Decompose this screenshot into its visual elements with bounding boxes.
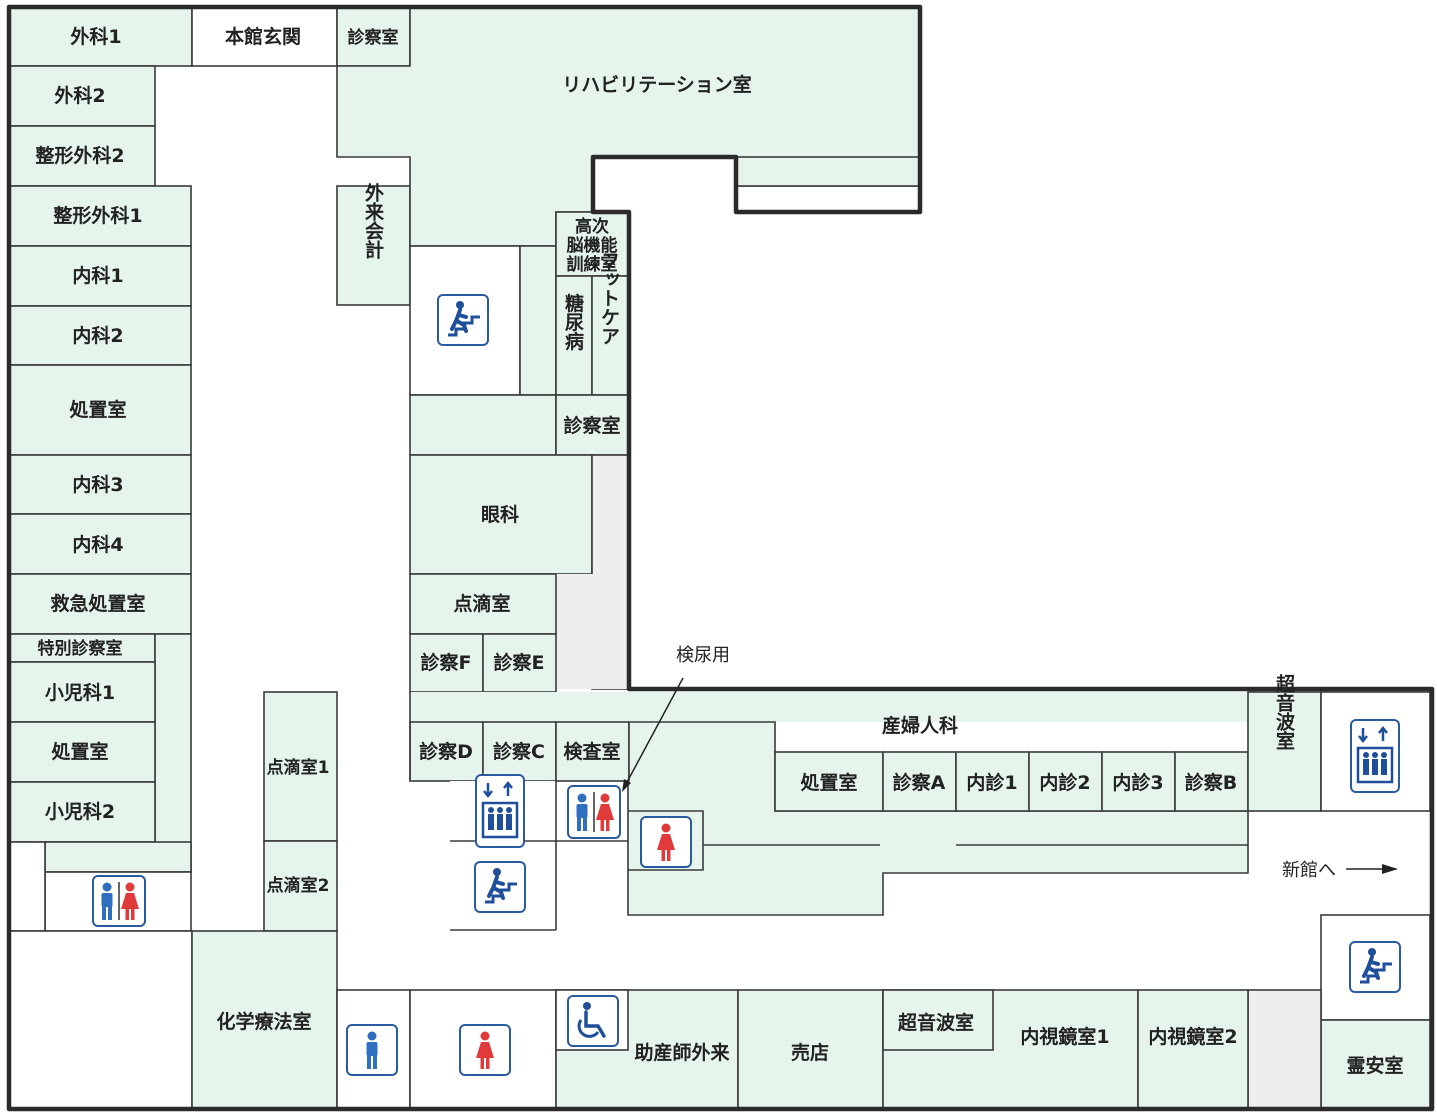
restroom-icon [567,785,621,839]
room-label-naishin3: 内診3 [1112,771,1163,794]
room-label-footcare: フットケア [598,251,620,346]
room-label-tokubetsu: 特別診察室 [38,638,123,659]
room-label-kagaku: 化学療法室 [216,1010,311,1033]
room-label-shinsatsu-c: 診察C [493,740,545,763]
room-label-tenteki1: 点滴室1 [267,757,330,778]
new-building-arrow [1346,864,1398,874]
elevator-icon [474,773,526,849]
svg-text:脳機能: 脳機能 [567,235,618,256]
room-label-naishikyou2: 内視鏡室2 [1148,1025,1237,1048]
room-label-naishin1: 内診1 [966,771,1017,794]
room-label-geka2: 外科2 [54,84,105,107]
wheelchair-icon [567,995,619,1047]
room-label-shinsatsu-top: 診察室 [348,27,399,48]
room-label-baiten: 売店 [791,1041,829,1064]
room-label-shinsatsu-b: 診察B [1185,771,1237,794]
room-label-kyukyu: 救急処置室 [50,592,145,615]
elevator-icon [1349,718,1401,794]
womens-restroom-icon [640,816,692,868]
room-label-entrance: 本館玄関 [225,25,301,48]
room-label-chouonpa-v: 超音波室 [1273,673,1296,750]
room-label-shochi1: 処置室 [69,398,126,421]
stairs-icon [436,293,490,347]
room-label-ganka: 眼科 [481,503,519,526]
room-label-gairai-kaikei: 外来会計 [362,182,384,260]
room-label-kensa: 検査室 [563,740,620,763]
room-label-rehab: リハビリテーション室 [562,73,752,96]
room-geka1 [8,6,193,67]
room-label-shinsatsu-d: 診察D [419,740,473,763]
room-label-naika4: 内科4 [72,533,123,556]
room-label-tenteki: 点滴室 [453,592,510,615]
room-label-sanfujinka: 産婦人科 [882,714,958,737]
room-label-shinsatsu-f: 診察F [421,651,472,674]
room-label-tounyoubyou: 糖尿病 [562,292,584,350]
room-label-naika3: 内科3 [72,473,123,496]
svg-text:訓練室: 訓練室 [567,254,618,275]
room-label-tenteki2: 点滴室2 [267,875,330,896]
room-label-shinsatsu-e: 診察E [494,651,545,674]
room-label-reian: 霊安室 [1346,1054,1403,1077]
room-label-shochi2: 処置室 [51,740,108,763]
restroom-icon [92,875,146,927]
room-label-naika1: 内科1 [72,264,123,287]
room-label-shinsatsu-a: 診察A [893,771,946,794]
womens-restroom-icon [459,1024,511,1076]
room-label-naika2: 内科2 [72,324,123,347]
urine-sample-arrow [622,677,684,792]
room-label-shounika1: 小児科1 [45,681,115,704]
room-label-chouonpa: 超音波室 [897,1011,974,1034]
stairs-icon [1348,940,1402,994]
room-label-seikei2: 整形外科2 [35,144,124,167]
room-label-naishikyou1: 内視鏡室1 [1020,1025,1109,1048]
mens-restroom-icon [346,1024,398,1076]
room-label-geka1: 外科1 [70,25,121,48]
room-label-naishin2: 内診2 [1039,771,1090,794]
room-label-josanshi: 助産師外来 [634,1041,729,1064]
annotation-kennyou: 検尿用 [676,645,730,666]
entrance [191,6,338,67]
stairs-icon [473,860,527,914]
svg-text:高次: 高次 [575,216,609,237]
annotation-shinkan: 新館へ [1282,860,1336,881]
room-label-shounika2: 小児科2 [45,800,115,823]
room-label-seikei1: 整形外科1 [53,204,142,227]
room-label-shinsatsu-mid: 診察室 [563,414,620,437]
room-label-shochi3: 処置室 [800,771,857,794]
